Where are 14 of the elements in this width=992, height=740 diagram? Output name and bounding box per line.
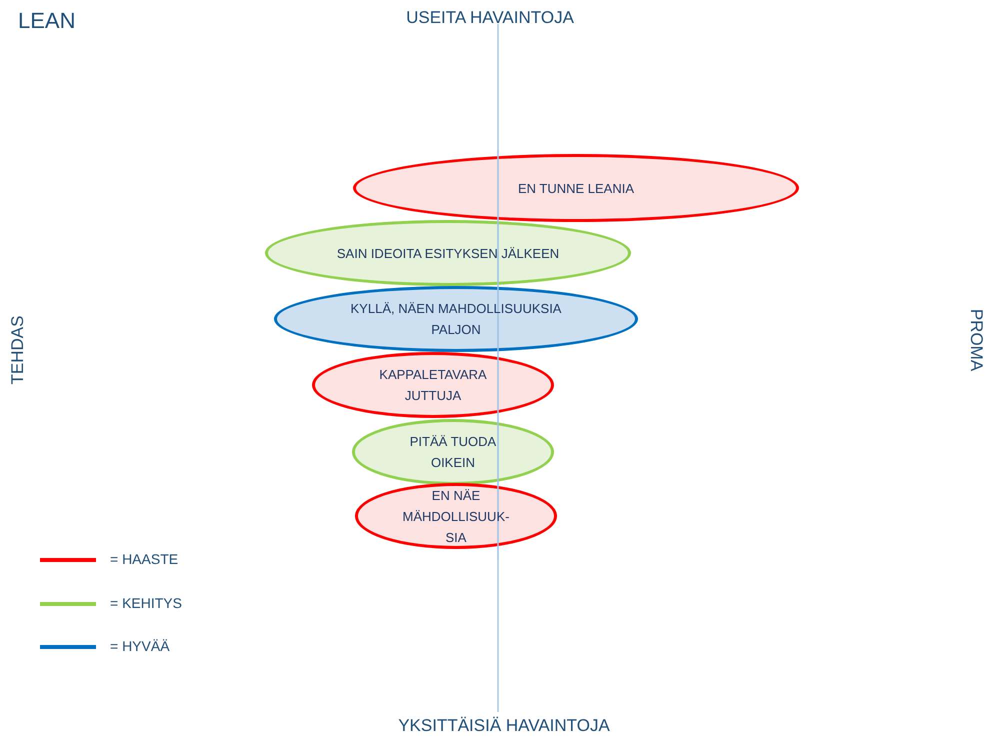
- ellipse-label: EN NÄE MÄHDOLLISUUK-SIA: [402, 486, 510, 546]
- axis-label: YKSITTÄISIÄ HAVAINTOJA: [398, 716, 610, 736]
- ellipse-label: SAIN IDEOITA ESITYKSEN JÄLKEEN: [336, 244, 560, 262]
- axis-label: USEITA HAVAINTOJA: [406, 8, 574, 28]
- ellipse-label: EN TUNNE LEANIA: [516, 180, 636, 198]
- legend-text: = HYVÄÄ: [110, 638, 170, 654]
- ellipse-label: KYLLÄ, NÄEN MAHDOLLISUUKSIA PALJON: [350, 300, 562, 339]
- ellipse-label: KAPPALETAVARA JUTTUJA: [378, 366, 488, 405]
- legend-text: = HAASTE: [110, 551, 178, 567]
- axis-label-vertical: TEHDAS: [8, 316, 28, 384]
- axis-label-vertical: PROMA: [966, 308, 986, 372]
- legend-text: = KEHITYS: [110, 594, 182, 610]
- diagram-title: LEAN: [18, 8, 76, 34]
- ellipse-label: PITÄÄ TUODA OIKEIN: [408, 433, 498, 472]
